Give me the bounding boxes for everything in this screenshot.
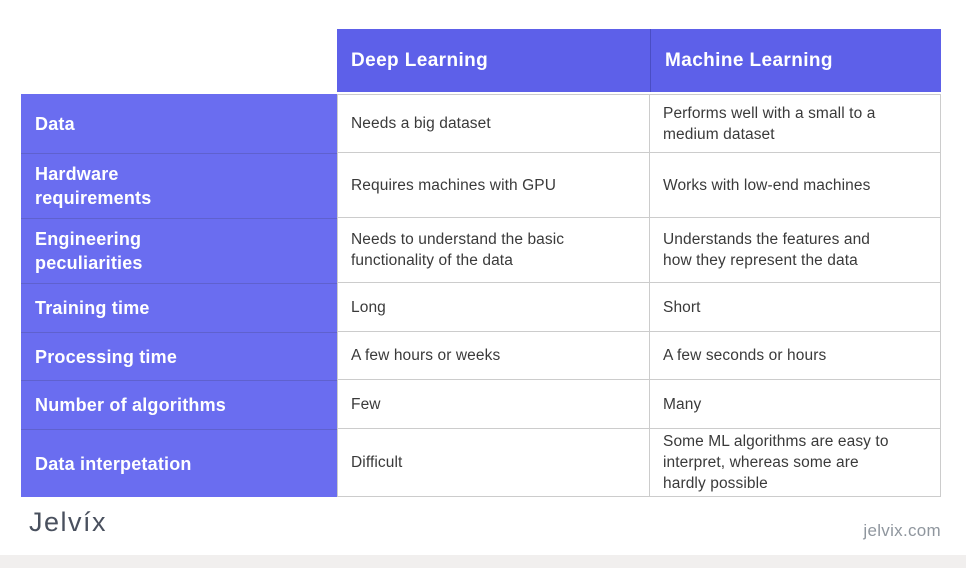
- row-label: Number of algorithms: [21, 380, 337, 429]
- table-header: Deep Learning Machine Learning: [337, 29, 941, 92]
- table-cell-deep-learning: Requires machines with GPU: [337, 153, 650, 218]
- row-label: Engineering peculiarities: [21, 218, 337, 283]
- table-cell-deep-learning: Long: [337, 283, 650, 332]
- table-cell-deep-learning: Needs a big dataset: [337, 94, 650, 153]
- row-label: Processing time: [21, 332, 337, 380]
- table-cell-machine-learning: Short: [650, 283, 941, 332]
- jelvix-logo: Jelvíx: [29, 507, 108, 537]
- table-cell-machine-learning: Understands the features and how they re…: [650, 218, 941, 283]
- row-label: Data: [35, 113, 75, 134]
- row-label: Data interpetation: [21, 429, 337, 497]
- column-header-deep-learning: Deep Learning: [351, 49, 489, 71]
- table-row: Needs to understand the basic functional…: [337, 218, 941, 283]
- table-cell-machine-learning: Performs well with a small to a medium d…: [650, 94, 941, 153]
- table-cell-machine-learning: Some ML algorithms are easy to interpret…: [650, 429, 941, 497]
- website-url: jelvix.com: [863, 521, 941, 540]
- table-cell-deep-learning: Needs to understand the basic functional…: [337, 218, 650, 283]
- table-cell-machine-learning: Many: [650, 380, 941, 429]
- bottom-strip: [0, 555, 966, 568]
- row-label: Training time: [21, 283, 337, 332]
- table-cell-deep-learning: Difficult: [337, 429, 650, 497]
- table-cell-machine-learning: A few seconds or hours: [650, 332, 941, 380]
- row-label: Hardware requirements: [21, 153, 337, 218]
- table-cell-machine-learning: Works with low-end machines: [650, 153, 941, 218]
- table-cell-deep-learning: Few: [337, 380, 650, 429]
- column-header-machine-learning: Machine Learning: [650, 29, 941, 92]
- table-cell-deep-learning: A few hours or weeks: [337, 332, 650, 380]
